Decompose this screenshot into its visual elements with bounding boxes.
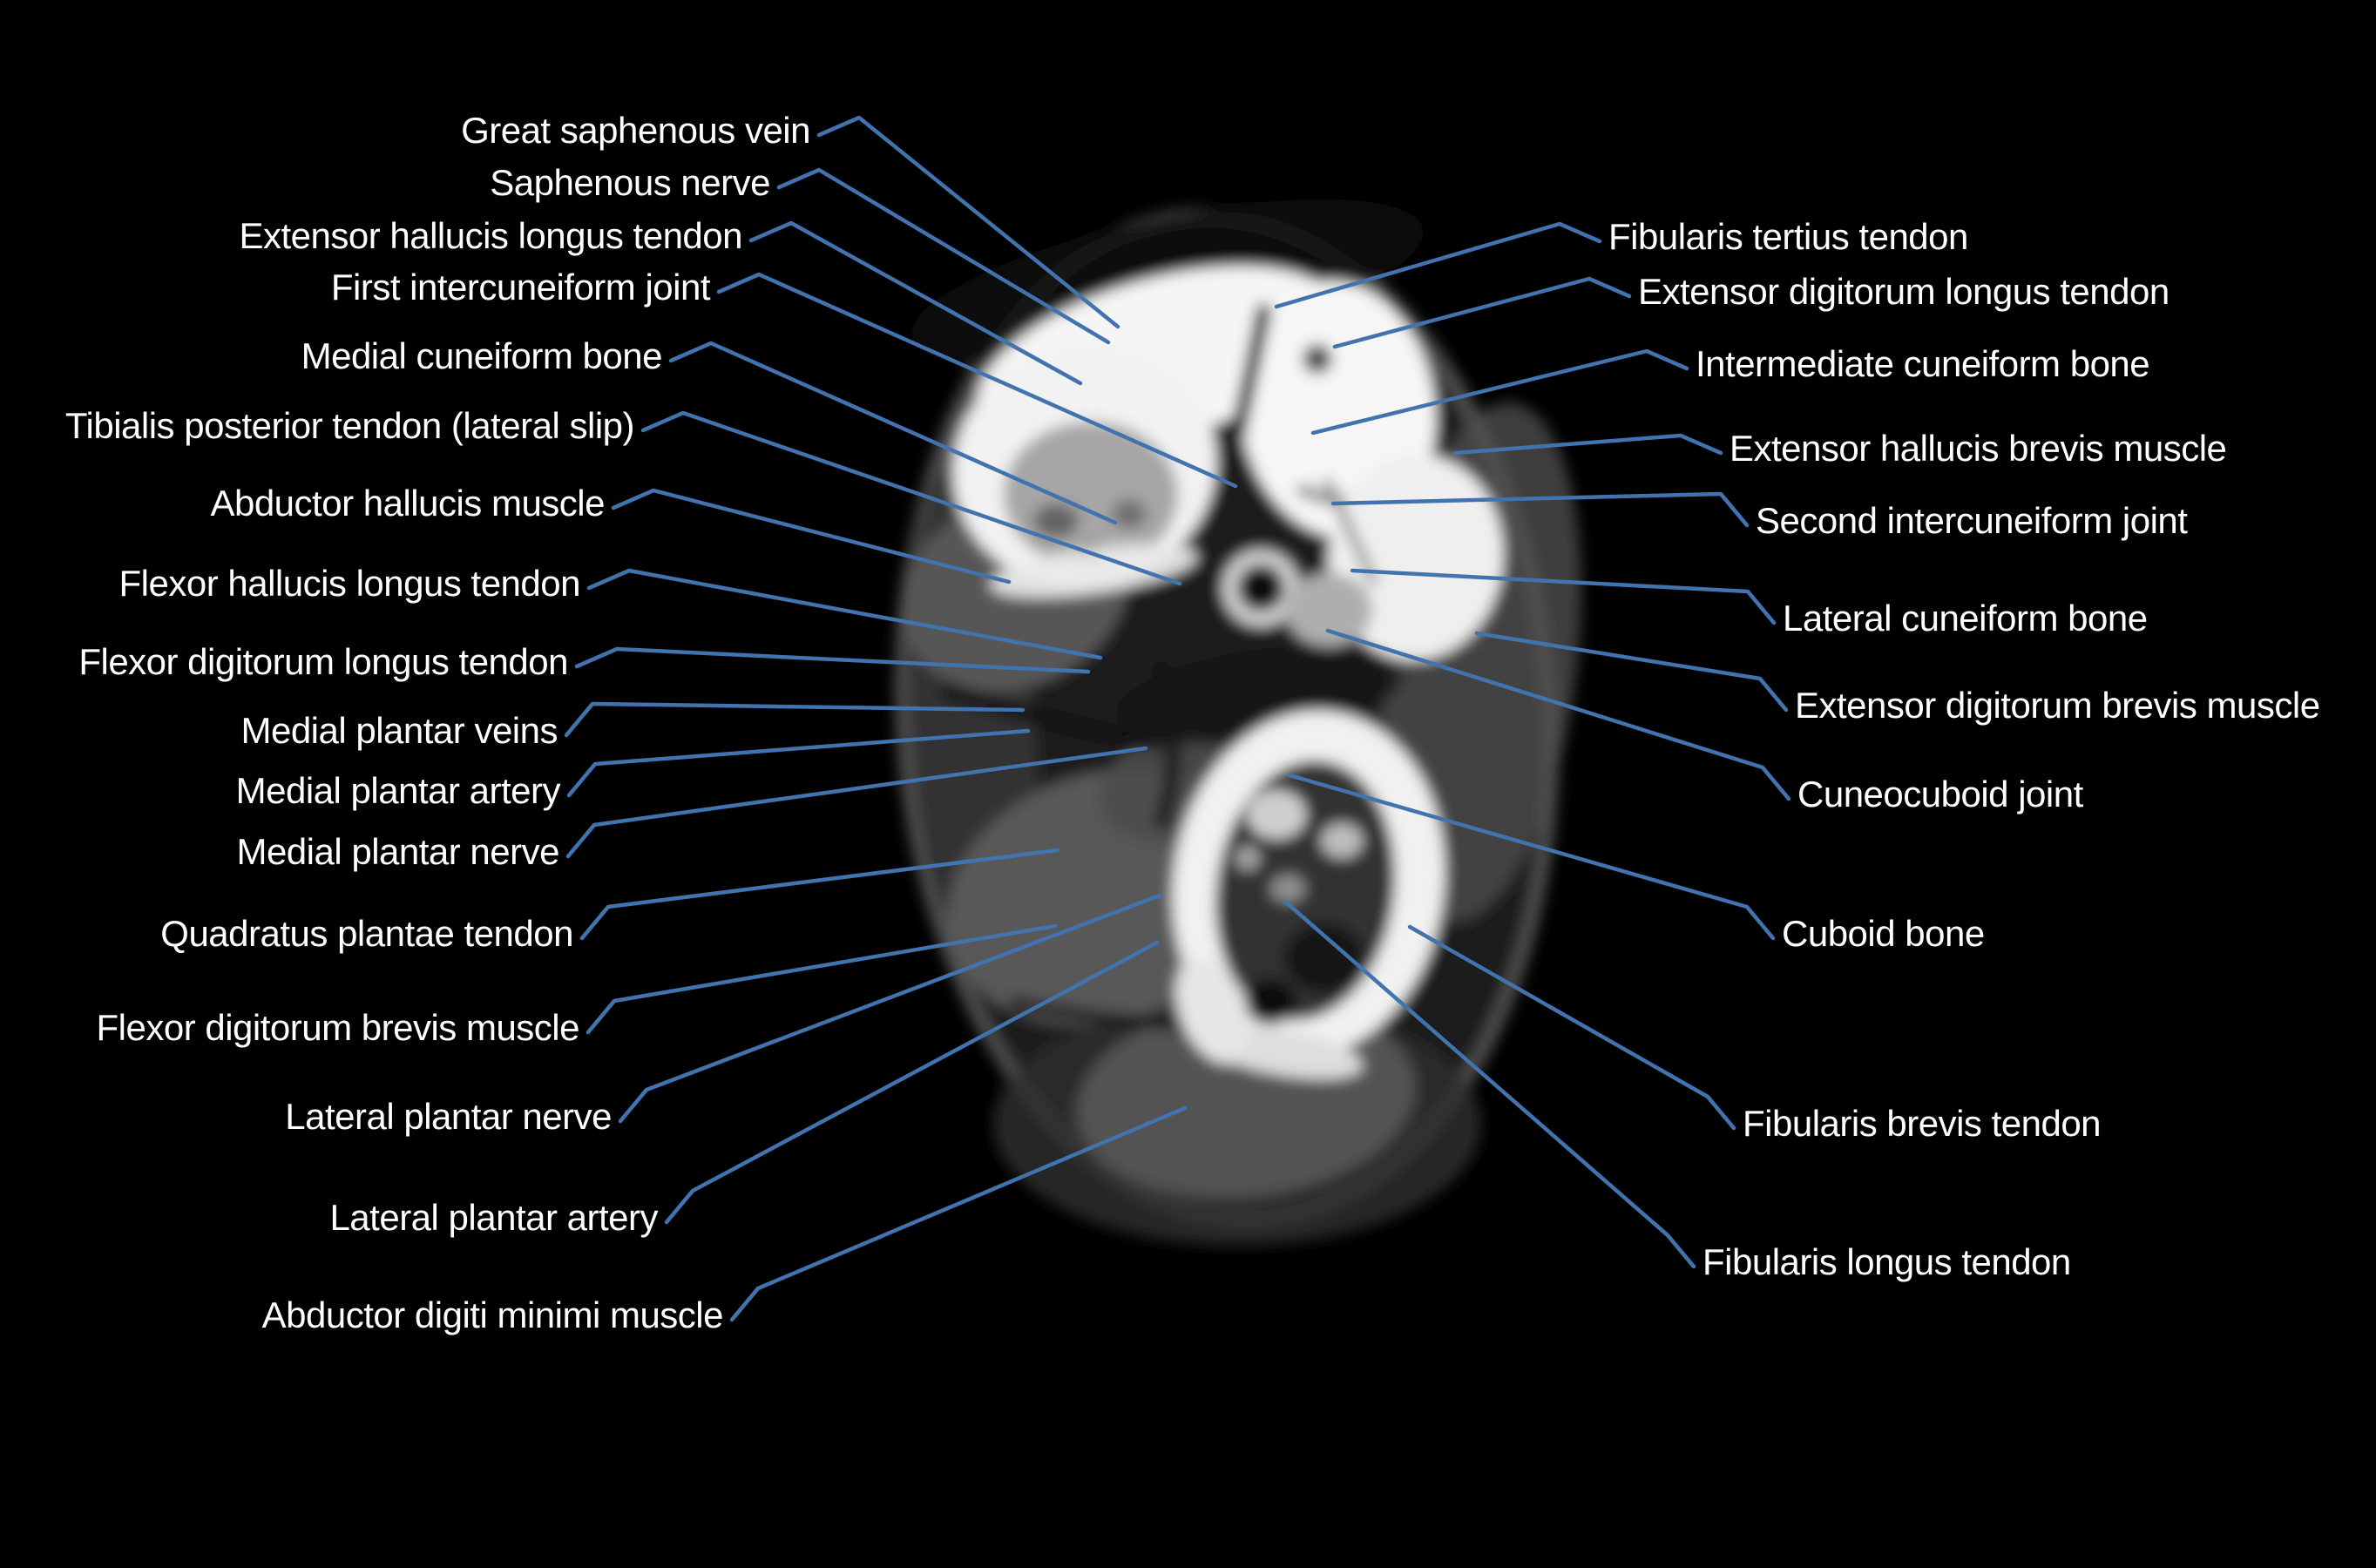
tendon-hole xyxy=(1237,564,1284,612)
marrow-speckle xyxy=(1303,344,1332,374)
fascia-line xyxy=(938,681,1165,752)
leader-line-quadratus-plantae-tendon xyxy=(579,848,1060,941)
leader-line-medial-plantar-veins xyxy=(564,701,1026,738)
leader-line-fibularis-longus-tendon xyxy=(1283,899,1696,1269)
label-extensor-hallucis-longus-tendon: Extensor hallucis longus tendon xyxy=(239,215,742,256)
leader-line-abductor-digiti-minimi-muscle xyxy=(729,1105,1188,1322)
label-intermediate-cuneiform-bone: Intermediate cuneiform bone xyxy=(1696,343,2150,384)
label-extensor-digitorum-brevis-muscle: Extensor digitorum brevis muscle xyxy=(1795,685,2320,726)
label-extensor-digitorum-longus-tendon: Extensor digitorum longus tendon xyxy=(1638,271,2170,312)
medial-cuneiform-plantar-cortex xyxy=(990,544,1197,598)
leader-line-cuneocuboid-joint xyxy=(1325,628,1791,801)
leader-line-first-intercuneiform-joint xyxy=(716,272,1238,489)
label-medial-cuneiform-bone: Medial cuneiform bone xyxy=(301,335,663,376)
label-medial-plantar-nerve: Medial plantar nerve xyxy=(236,831,559,872)
marrow-speckle xyxy=(1033,504,1079,538)
marrow-speckle xyxy=(1270,875,1305,902)
leader-line-flexor-digitorum-brevis-muscle xyxy=(586,923,1058,1035)
leader-line-extensor-digitorum-longus-tendon xyxy=(1332,276,1632,349)
label-lateral-cuneiform-bone: Lateral cuneiform bone xyxy=(1783,598,2148,639)
label-tibialis-posterior-tendon-lateral-slip: Tibialis posterior tendon (lateral slip) xyxy=(64,405,635,446)
label-flexor-digitorum-longus-tendon: Flexor digitorum longus tendon xyxy=(78,641,568,682)
label-fibularis-brevis-tendon: Fibularis brevis tendon xyxy=(1743,1103,2102,1144)
label-medial-plantar-veins: Medial plantar veins xyxy=(240,710,558,751)
label-great-saphenous-vein: Great saphenous vein xyxy=(461,110,810,151)
label-cuboid-bone: Cuboid bone xyxy=(1782,913,1985,954)
leader-line-tibialis-posterior-tendon-lateral-slip xyxy=(640,410,1182,586)
marrow-speckle xyxy=(1235,846,1260,870)
first-intercuneiform-joint-groove xyxy=(1202,303,1273,572)
leader-line-fibularis-brevis-tendon xyxy=(1407,924,1736,1131)
leader-line-intermediate-cuneiform-bone xyxy=(1310,348,1689,436)
leader-line-medial-plantar-nerve xyxy=(565,746,1148,859)
gray-knob xyxy=(1285,573,1372,646)
label-first-intercuneiform-joint: First intercuneiform joint xyxy=(330,267,711,308)
leader-line-fibularis-tertius-tendon xyxy=(1274,221,1602,309)
ct-foot-cross-section xyxy=(894,199,1582,1246)
label-abductor-digiti-minimi-muscle: Abductor digiti minimi muscle xyxy=(261,1294,724,1335)
label-flexor-digitorum-brevis-muscle: Flexor digitorum brevis muscle xyxy=(96,1007,579,1048)
marrow-speckle xyxy=(1321,823,1363,858)
leader-line-flexor-hallucis-longus-tendon xyxy=(586,568,1103,660)
marrow-pocket xyxy=(1244,979,1296,1024)
leader-line-extensor-digitorum-brevis-muscle xyxy=(1474,631,1789,713)
label-lateral-plantar-nerve: Lateral plantar nerve xyxy=(285,1096,612,1137)
second-intercuneiform-joint-groove xyxy=(1322,476,1379,586)
label-second-intercuneiform-joint: Second intercuneiform joint xyxy=(1756,500,2188,541)
leader-line-saphenous-nerve xyxy=(776,167,1111,345)
leader-line-extensor-hallucis-longus-tendon xyxy=(748,220,1083,386)
leader-line-abductor-hallucis-muscle xyxy=(611,488,1012,585)
label-flexor-hallucis-longus-tendon: Flexor hallucis longus tendon xyxy=(118,563,581,604)
leader-line-lateral-cuneiform-bone xyxy=(1350,568,1777,625)
leader-line-medial-cuneiform-bone xyxy=(668,341,1118,525)
leader-line-great-saphenous-vein xyxy=(816,115,1120,329)
leader-line-extensor-hallucis-brevis-muscle xyxy=(1452,433,1723,456)
leader-line-cuboid-bone xyxy=(1287,773,1776,941)
label-fibularis-longus-tendon: Fibularis longus tendon xyxy=(1702,1241,2071,1282)
leader-line-medial-plantar-artery xyxy=(566,728,1031,798)
marrow-pocket xyxy=(1284,923,1364,993)
leader-line-lateral-plantar-nerve xyxy=(618,893,1162,1124)
label-extensor-hallucis-brevis-muscle: Extensor hallucis brevis muscle xyxy=(1730,428,2227,469)
label-saphenous-nerve: Saphenous nerve xyxy=(490,162,770,203)
leader-line-lateral-plantar-artery xyxy=(664,940,1160,1225)
label-cuneocuboid-joint: Cuneocuboid joint xyxy=(1797,774,2083,814)
label-fibularis-tertius-tendon: Fibularis tertius tendon xyxy=(1608,216,1968,257)
leader-line-flexor-digitorum-longus-tendon xyxy=(574,646,1091,674)
label-medial-plantar-artery: Medial plantar artery xyxy=(235,770,561,811)
marrow-speckle xyxy=(1112,500,1147,528)
label-abductor-hallucis-muscle: Abductor hallucis muscle xyxy=(210,483,605,524)
label-quadratus-plantae-tendon: Quadratus plantae tendon xyxy=(160,913,573,954)
cuboid-medial-process xyxy=(1175,956,1250,1064)
marrow-speckle xyxy=(1247,790,1306,839)
label-lateral-plantar-artery: Lateral plantar artery xyxy=(329,1197,658,1238)
leader-line-second-intercuneiform-joint xyxy=(1330,491,1750,528)
